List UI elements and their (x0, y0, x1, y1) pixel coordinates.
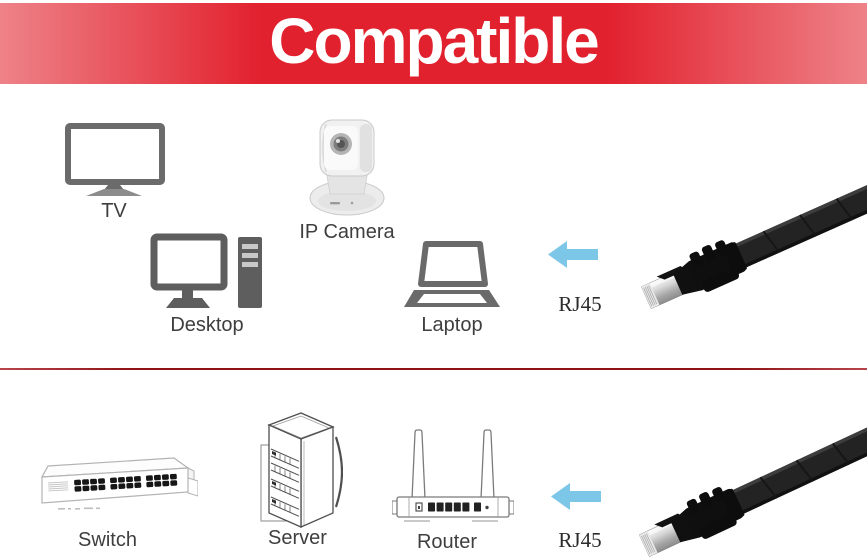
section-divider (0, 368, 867, 370)
desktop-icon (150, 233, 262, 308)
rj45-label-bottom: RJ45 (558, 528, 602, 552)
banner: Compatible (0, 3, 867, 84)
rj45-cable-photo-bottom (638, 420, 867, 557)
router-label: Router (416, 531, 478, 553)
arrow-left-icon (548, 241, 598, 268)
page-title: Compatible (269, 5, 599, 77)
arrow-left-icon-bottom (551, 483, 601, 510)
desktop-label: Desktop (170, 314, 244, 336)
switch-label: Switch (78, 529, 137, 551)
rj45-cable-photo-top (641, 178, 867, 309)
switch-icon (40, 457, 198, 510)
server-label: Server (268, 527, 327, 549)
server-icon (260, 412, 343, 528)
rj45-label-top: RJ45 (558, 292, 602, 316)
laptop-label: Laptop (421, 314, 483, 336)
laptop-icon (404, 241, 500, 307)
ip-camera-label: IP Camera (299, 221, 395, 243)
router-icon (392, 429, 514, 522)
tv-icon (65, 123, 165, 196)
tv-label: TV (101, 200, 127, 222)
ip-camera-icon (309, 119, 385, 216)
